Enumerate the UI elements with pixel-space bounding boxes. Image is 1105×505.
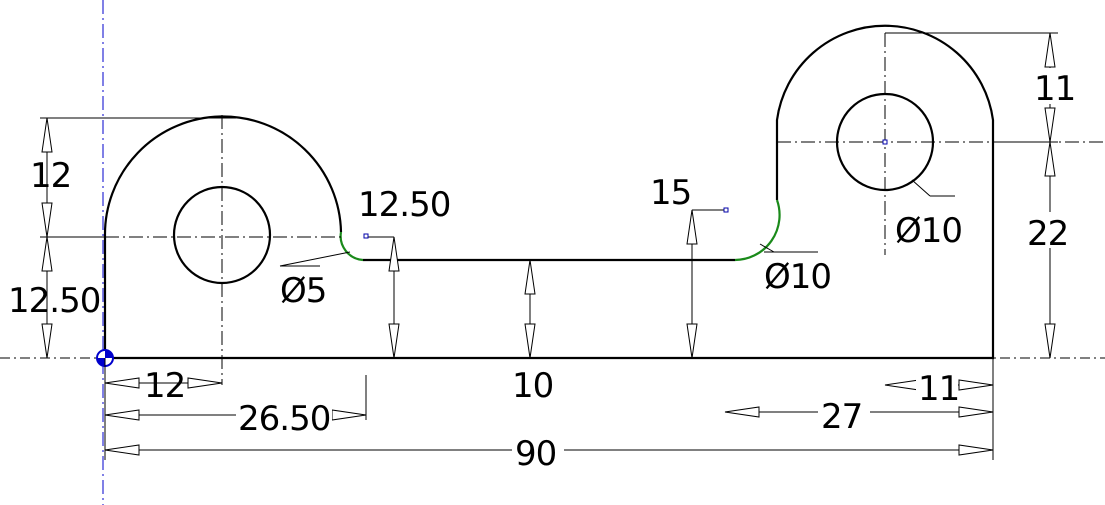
arrow [331,409,367,421]
dim-right-hole-offset: 11 [918,369,959,409]
arrow [41,117,53,153]
dim-fillet-large-radius: Ø10 [764,257,831,297]
arrow [41,323,53,359]
large-fillet [734,199,781,262]
small-fillet [339,231,364,262]
dim-fillet-small-height: 12.50 [358,185,450,225]
dim-fillet-offset: 26.50 [238,399,330,439]
dim-right-hole-diameter: Ø10 [895,211,962,251]
dim-left-hole-center-height: 12.50 [8,281,100,321]
arrow [187,377,223,389]
arrow [884,379,920,391]
leader-dia10-hole [911,179,931,197]
arrow [524,323,536,359]
arrow [104,409,140,421]
dim-right-hole-center-height: 22 [1027,214,1068,254]
dim-left-hole-offset: 12 [144,366,185,406]
arrow [104,444,140,456]
arrow [104,377,140,389]
dim-fillet-large-height: 15 [650,173,691,213]
part-outline [103,24,995,360]
arrow [958,406,994,418]
dim-web-height: 10 [512,366,553,406]
arrow [388,323,400,359]
arrow [388,236,400,272]
arrow [1044,141,1056,177]
arrow [686,323,698,359]
dim-left-boss-height: 12 [30,156,71,196]
dim-right-boss-width: 27 [821,397,862,437]
leader-dia10-fillet [759,243,775,253]
arrow [524,259,536,295]
arrow [41,202,53,238]
arrow [958,444,994,456]
arrow [1044,323,1056,359]
dim-overall-length: 90 [515,434,556,474]
arrow [724,406,760,418]
dim-fillet-small-radius: Ø5 [280,271,326,311]
arrow [958,379,994,391]
arrow [686,209,698,245]
arrow [1044,107,1056,143]
leader-dia5 [279,251,351,267]
arrow [41,236,53,272]
dim-right-boss-top: 11 [1034,69,1075,109]
arrow [1044,32,1056,68]
